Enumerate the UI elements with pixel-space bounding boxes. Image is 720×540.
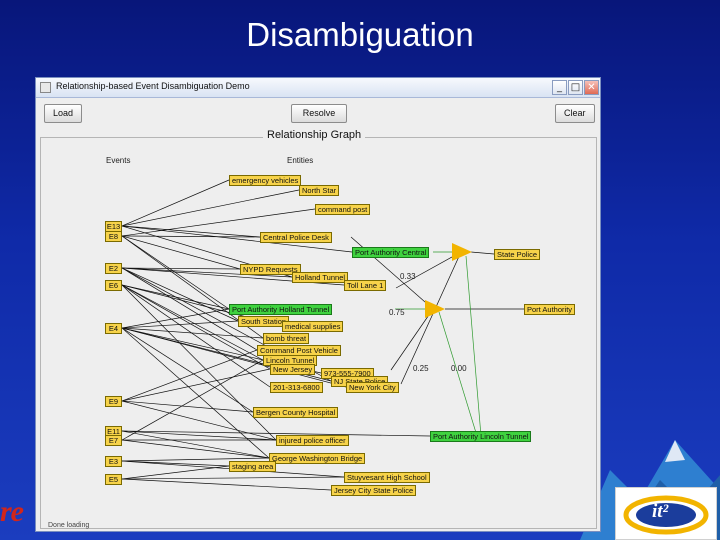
event-node[interactable]: E9 bbox=[105, 396, 122, 407]
graph-edge bbox=[121, 189, 300, 227]
events-column-header: Events bbox=[106, 156, 131, 165]
graph-edge bbox=[395, 251, 462, 289]
entity-node-highlighted[interactable]: Port Authority Holland Tunnel bbox=[229, 304, 333, 315]
clear-button[interactable]: Clear bbox=[555, 104, 595, 123]
resolve-button[interactable]: Resolve bbox=[291, 104, 347, 123]
graph-edge bbox=[121, 430, 431, 437]
graph-edge bbox=[470, 251, 495, 255]
graph-edge bbox=[121, 349, 258, 402]
slide-title: Disambiguation bbox=[246, 16, 474, 53]
graph-edge bbox=[121, 439, 270, 459]
entity-node[interactable]: bomb threat bbox=[263, 333, 310, 344]
entity-node[interactable]: 201-313-6800 bbox=[270, 382, 323, 393]
presentation-logo-fragment: re bbox=[0, 495, 24, 528]
entity-node[interactable]: George Washington Bridge bbox=[269, 453, 366, 464]
entity-node[interactable]: New York City bbox=[346, 382, 399, 393]
cluster-triangle-port-authority[interactable] bbox=[425, 300, 445, 318]
entity-node[interactable]: staging area bbox=[229, 461, 277, 472]
event-node[interactable]: E5 bbox=[105, 474, 122, 485]
graph-edge bbox=[121, 327, 264, 339]
graph-edge bbox=[121, 284, 277, 441]
edge-weight-label: 0.75 bbox=[389, 308, 405, 317]
graph-edge bbox=[121, 327, 270, 459]
relationship-graph-panel: Relationship Graph Events Entities E13 E… bbox=[40, 129, 597, 529]
minimize-button[interactable]: _ bbox=[552, 80, 567, 95]
app-icon bbox=[40, 82, 51, 93]
event-node[interactable]: E3 bbox=[105, 456, 122, 467]
cluster-triangle-state-police[interactable] bbox=[452, 243, 472, 261]
status-bar: Done loading bbox=[48, 522, 90, 529]
graph-edge bbox=[400, 251, 462, 385]
load-button[interactable]: Load bbox=[44, 104, 83, 123]
graph-edge bbox=[121, 430, 277, 441]
graph-edge bbox=[121, 368, 271, 402]
graph-edge bbox=[121, 179, 230, 227]
entity-node[interactable]: Holland Tunnel bbox=[292, 272, 349, 283]
entity-node[interactable]: Bergen County Hospital bbox=[253, 407, 339, 418]
event-node[interactable]: E6 bbox=[105, 280, 122, 291]
maximize-button[interactable]: □ bbox=[568, 80, 583, 95]
graph-edge bbox=[121, 267, 241, 270]
edge-weight-label: 0.25 bbox=[413, 364, 429, 373]
graph-edge bbox=[121, 460, 230, 467]
graph-edge bbox=[121, 430, 270, 459]
cluster-node-port-authority[interactable]: Port Authority bbox=[524, 304, 576, 315]
toolbar: Load Resolve Clear bbox=[36, 98, 600, 128]
window-title: Relationship-based Event Disambiguation … bbox=[56, 81, 250, 91]
entity-node[interactable]: medical supplies bbox=[282, 321, 344, 332]
entity-node-highlighted[interactable]: Port Authority Central bbox=[352, 247, 430, 258]
graph-edge bbox=[121, 284, 264, 361]
graph-edge bbox=[121, 465, 230, 480]
event-node[interactable]: E2 bbox=[105, 263, 122, 274]
edge-weight-label: 0.33 bbox=[400, 272, 416, 281]
entity-node[interactable]: command post bbox=[315, 204, 371, 215]
graph-edge bbox=[121, 235, 241, 270]
window-titlebar[interactable]: Relationship-based Event Disambiguation … bbox=[36, 78, 600, 98]
entity-node-highlighted[interactable]: Port Authority Lincoln Tunnel bbox=[430, 431, 532, 442]
graph-edge bbox=[121, 267, 293, 278]
graph-edge bbox=[121, 327, 347, 388]
graph-edge bbox=[121, 478, 332, 491]
entity-node[interactable]: Jersey City State Police bbox=[331, 485, 417, 496]
graph-edge bbox=[121, 208, 316, 237]
entity-node[interactable]: emergency vehicles bbox=[229, 175, 302, 186]
graph-edge bbox=[121, 320, 239, 329]
graph-edge bbox=[390, 308, 434, 371]
event-node[interactable]: E4 bbox=[105, 323, 122, 334]
graph-edges bbox=[121, 179, 524, 491]
graph-edge bbox=[121, 235, 230, 310]
graph-edge bbox=[121, 400, 277, 441]
event-node[interactable]: E8 bbox=[105, 231, 122, 242]
graph-edge-highlighted bbox=[465, 255, 482, 437]
graph-edge bbox=[121, 457, 270, 462]
graph-edge bbox=[121, 359, 264, 441]
graph-edge bbox=[121, 267, 258, 351]
graph-edge bbox=[121, 284, 271, 370]
it2-logo: it² bbox=[615, 487, 717, 540]
entity-node[interactable]: NYPD Requests bbox=[240, 264, 301, 275]
graph-edge-highlighted bbox=[438, 311, 478, 437]
entity-node[interactable]: North Star bbox=[299, 185, 340, 196]
it2-logo-text: it² bbox=[652, 501, 669, 522]
entity-node[interactable]: Central Police Desk bbox=[260, 232, 332, 243]
close-button[interactable]: ✕ bbox=[584, 80, 599, 95]
panel-title: Relationship Graph bbox=[263, 129, 366, 141]
graph-edge bbox=[121, 308, 230, 329]
entity-node[interactable]: Stuyvesant High School bbox=[344, 472, 430, 483]
graph-edge bbox=[121, 225, 261, 238]
cluster-node-state-police[interactable]: State Police bbox=[494, 249, 541, 260]
entity-node[interactable]: Toll Lane 1 bbox=[344, 280, 387, 291]
graph-edge bbox=[121, 476, 345, 480]
entities-column-header: Entities bbox=[287, 156, 314, 165]
edge-weight-label: 0.00 bbox=[451, 364, 467, 373]
graph-edge bbox=[121, 400, 254, 413]
entity-node[interactable]: injured police officer bbox=[276, 435, 349, 446]
graph-edge bbox=[121, 235, 261, 238]
app-window: Relationship-based Event Disambiguation … bbox=[35, 77, 601, 532]
graph-edge bbox=[121, 267, 239, 322]
event-node[interactable]: E7 bbox=[105, 435, 122, 446]
entity-node[interactable]: New Jersey bbox=[270, 364, 316, 375]
graph-edge bbox=[121, 327, 254, 413]
